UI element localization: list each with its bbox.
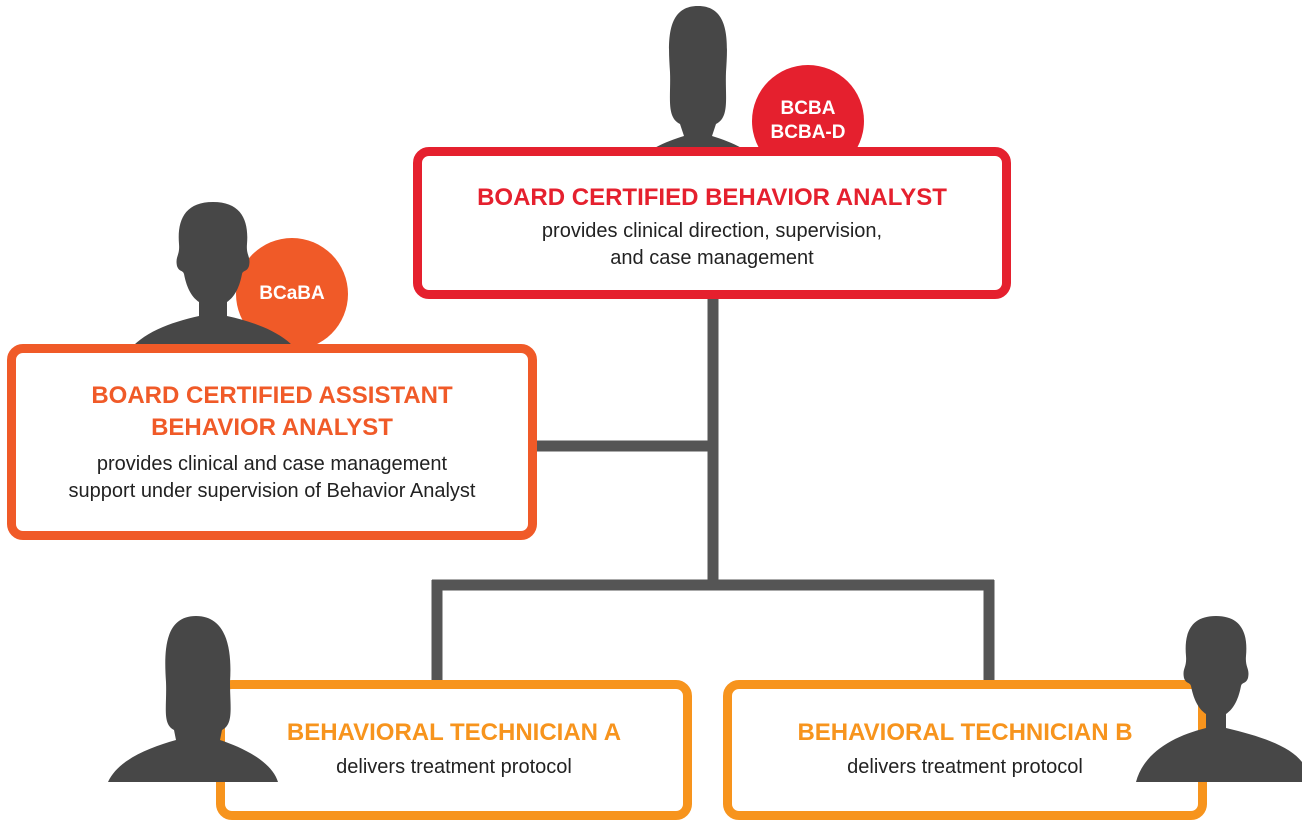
tech-b-description: delivers treatment protocol [847, 756, 1083, 778]
bcba-description-line2: and case management [610, 247, 814, 269]
person-male-icon [1136, 616, 1302, 782]
person-male-icon [119, 202, 307, 368]
bcaba-title-line1: BOARD CERTIFIED ASSISTANT [91, 382, 453, 409]
bcaba-description-line2: support under supervision of Behavior An… [68, 480, 476, 502]
tech-a-box: BEHAVIORAL TECHNICIAN A delivers treatme… [216, 680, 692, 820]
connector-lines [431, 298, 995, 690]
tech-a-title: BEHAVIORAL TECHNICIAN A [286, 719, 622, 746]
tech-a-description: delivers treatment protocol [336, 756, 572, 778]
person-female-icon [108, 616, 278, 782]
bcba-description-line1: provides clinical direction, supervision… [541, 220, 883, 242]
bcaba-badge-text: BCaBA [259, 283, 325, 304]
tech-b-title: BEHAVIORAL TECHNICIAN B [797, 719, 1133, 746]
person-female-icon [628, 6, 768, 177]
bcba-badge-line1: BCBA [780, 98, 836, 119]
bcaba-description-line1: provides clinical and case management [96, 453, 448, 475]
bcba-box: BOARD CERTIFIED BEHAVIOR ANALYST provide… [413, 147, 1011, 299]
bcaba-box: BOARD CERTIFIED ASSISTANT BEHAVIOR ANALY… [7, 344, 537, 540]
bcba-badge-line2: BCBA-D [770, 122, 846, 143]
bcba-title: BOARD CERTIFIED BEHAVIOR ANALYST [477, 184, 947, 211]
bcaba-title-line2: BEHAVIOR ANALYST [151, 414, 393, 441]
